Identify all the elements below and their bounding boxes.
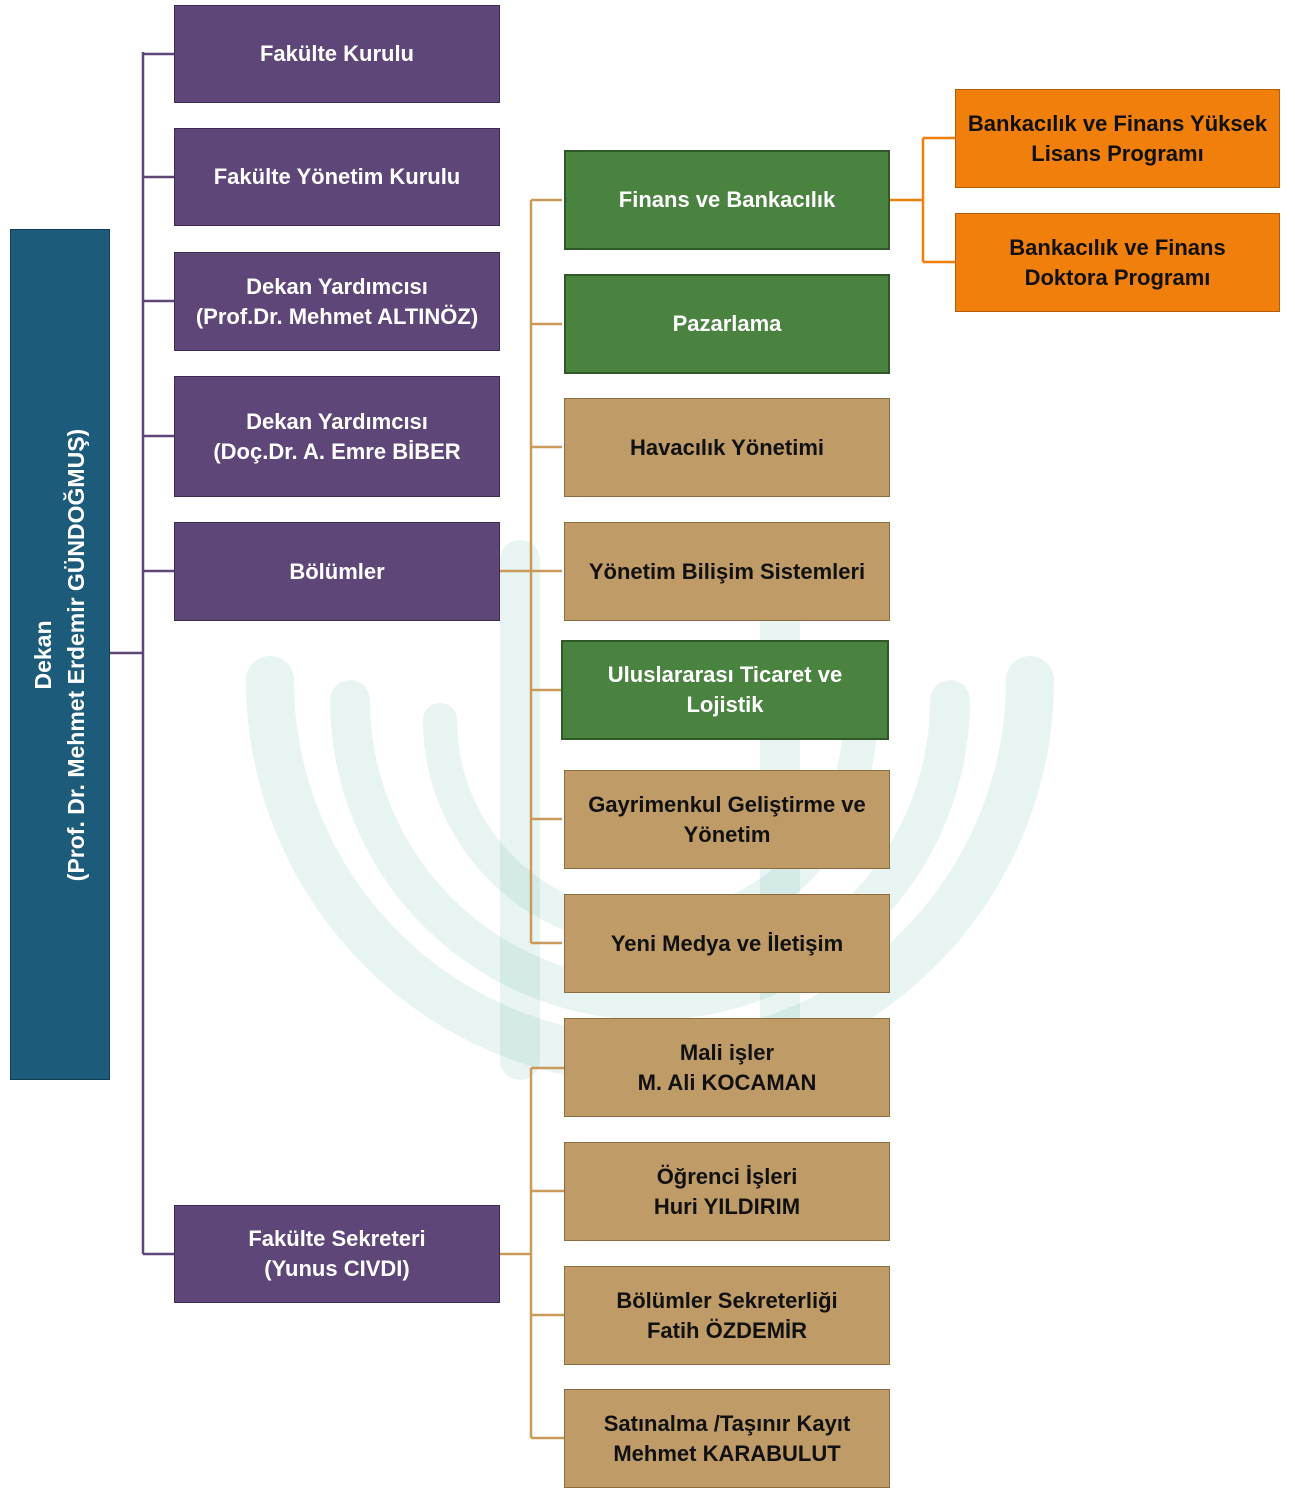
unit-label: Mali işler [679, 1039, 775, 1065]
program-label-cont: Lisans Programı [1031, 140, 1204, 166]
board-person: (Doç.Dr. A. Emre BİBER [213, 438, 461, 464]
department-box-new-media-communication: Yeni Medya ve İletişim [564, 894, 890, 993]
board-box-faculty-council: Fakülte Kurulu [174, 5, 500, 103]
board-label: Dekan Yardımcısı [246, 408, 428, 434]
department-label: Yönetim Bilişim Sistemleri [588, 558, 866, 584]
program-label: Bankacılık ve Finans Yüksek [967, 110, 1268, 136]
department-label-cont: Lojistik [686, 692, 764, 717]
board-label: Bölümler [289, 558, 385, 584]
department-label: Yeni Medya ve İletişim [610, 930, 844, 956]
department-box-management-information-systems: Yönetim Bilişim Sistemleri [564, 522, 890, 621]
department-label-cont: Yönetim [683, 821, 771, 847]
department-label: Finans ve Bankacılık [618, 187, 836, 212]
dean-title: Dekan [30, 619, 57, 690]
program-box-masters: Bankacılık ve Finans Yüksek Lisans Progr… [955, 89, 1280, 188]
unit-person: Fatih ÖZDEMİR [646, 1317, 808, 1343]
dean-name: (Prof. Dr. Mehmet Erdemir GÜNDOĞMUŞ) [63, 428, 90, 881]
board-box-departments: Bölümler [174, 522, 500, 621]
board-label: Fakülte Sekreteri [248, 1226, 426, 1251]
unit-box-financial-affairs: Mali işler M. Ali KOCAMAN [564, 1018, 890, 1117]
department-box-aviation-management: Havacılık Yönetimi [564, 398, 890, 497]
board-person: (Prof.Dr. Mehmet ALTINÖZ) [195, 303, 479, 329]
board-label: Dekan Yardımcısı [246, 273, 428, 299]
unit-box-department-secretariat: Bölümler Sekreterliği Fatih ÖZDEMİR [564, 1266, 890, 1365]
department-box-international-trade-logistics: Uluslararası Ticaret ve Lojistik [561, 640, 889, 740]
department-box-finance-banking: Finans ve Bankacılık [564, 150, 890, 250]
unit-box-student-affairs: Öğrenci İşleri Huri YILDIRIM [564, 1142, 890, 1241]
unit-label: Satınalma /Taşınır Kayıt [603, 1410, 851, 1436]
program-box-doctorate: Bankacılık ve Finans Doktora Programı [955, 213, 1280, 312]
board-box-faculty-secretary: Fakülte Sekreteri (Yunus CIVDI) [174, 1205, 500, 1303]
department-box-real-estate-development: Gayrimenkul Geliştirme ve Yönetim [564, 770, 890, 869]
unit-label: Bölümler Sekreterliği [616, 1287, 838, 1313]
department-label: Pazarlama [672, 311, 782, 336]
dean-box: Dekan (Prof. Dr. Mehmet Erdemir GÜNDOĞMU… [10, 229, 110, 1080]
unit-person: Mehmet KARABULUT [613, 1440, 841, 1466]
department-box-marketing: Pazarlama [564, 274, 890, 374]
program-label: Bankacılık ve Finans [1009, 234, 1226, 260]
unit-label: Öğrenci İşleri [656, 1163, 798, 1189]
board-person: (Yunus CIVDI) [264, 1256, 410, 1281]
board-label: Fakülte Kurulu [259, 41, 414, 66]
unit-person: Huri YILDIRIM [653, 1193, 801, 1219]
program-label-cont: Doktora Programı [1024, 264, 1211, 290]
board-box-vice-dean-1: Dekan Yardımcısı (Prof.Dr. Mehmet ALTINÖ… [174, 252, 500, 351]
unit-box-purchasing: Satınalma /Taşınır Kayıt Mehmet KARABULU… [564, 1389, 890, 1488]
department-label: Gayrimenkul Geliştirme ve [588, 791, 866, 817]
dean-label: Dekan (Prof. Dr. Mehmet Erdemir GÜNDOĞMU… [27, 428, 93, 880]
unit-person: M. Ali KOCAMAN [637, 1069, 817, 1095]
board-box-faculty-executive-board: Fakülte Yönetim Kurulu [174, 128, 500, 226]
board-label: Fakülte Yönetim Kurulu [213, 164, 461, 189]
board-box-vice-dean-2: Dekan Yardımcısı (Doç.Dr. A. Emre BİBER [174, 376, 500, 497]
department-label: Uluslararası Ticaret ve [607, 662, 843, 687]
department-label: Havacılık Yönetimi [629, 434, 824, 460]
